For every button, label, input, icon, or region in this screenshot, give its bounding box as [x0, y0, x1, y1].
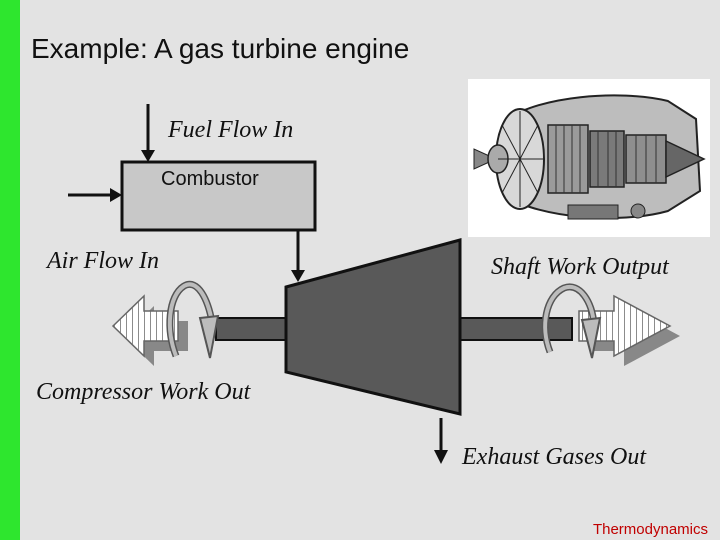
fuel-inlet-arrow	[141, 104, 155, 162]
combustor-box	[120, 160, 317, 232]
exhaust-arrow	[434, 418, 448, 464]
air-flow-label: Air Flow In	[47, 248, 159, 274]
shaft-work-label: Shaft Work Output	[491, 254, 669, 280]
combustor-label: Combustor	[161, 168, 259, 190]
compressor-work-label: Compressor Work Out	[36, 379, 251, 405]
rotation-arrow-icon	[166, 280, 220, 359]
accent-bar	[0, 0, 20, 540]
footer-text: Thermodynamics	[592, 521, 708, 538]
rotation-arrow-icon	[541, 283, 602, 359]
engine-cutaway-photo	[468, 79, 710, 237]
slide-title: Example: A gas turbine engine	[31, 33, 410, 64]
hollow-arrow-icon	[578, 294, 680, 366]
turbine	[284, 238, 462, 416]
exhaust-label: Exhaust Gases Out	[462, 444, 646, 470]
combustor-outlet-arrow	[291, 230, 305, 282]
fuel-flow-label: Fuel Flow In	[168, 117, 294, 143]
combustor-air-arrow	[68, 188, 122, 202]
